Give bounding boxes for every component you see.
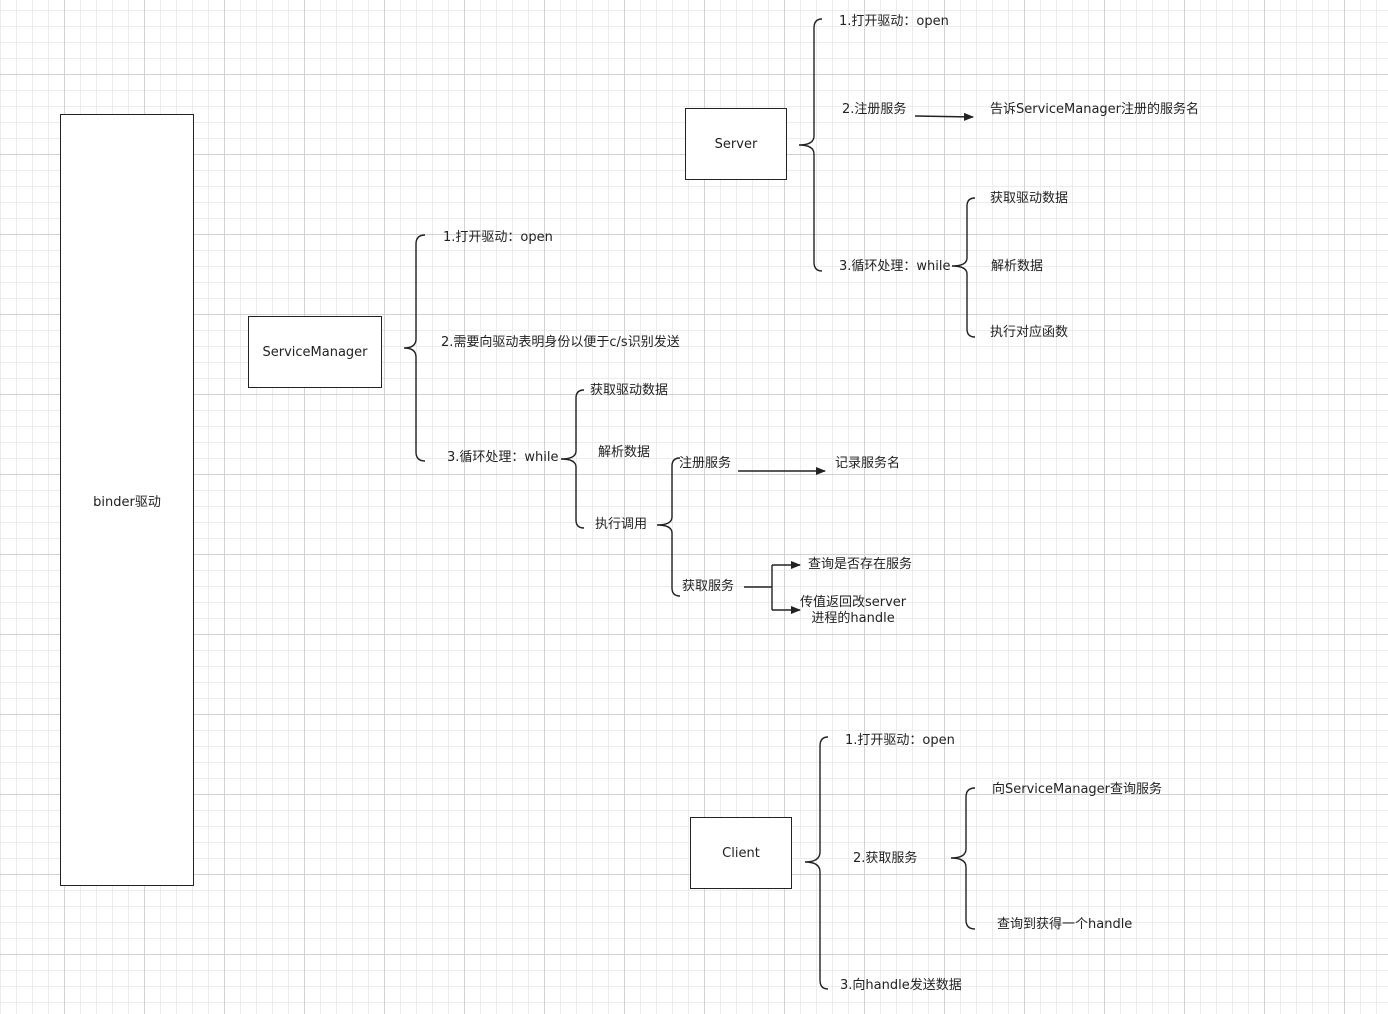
get-service-split <box>744 565 773 610</box>
client-step2-get-service: 2.获取服务 <box>853 851 918 866</box>
client-query-service-manager: 向ServiceManager查询服务 <box>992 782 1163 797</box>
server-step2-register: 2.注册服务 <box>842 102 907 117</box>
sm-loop-execute: 执行调用 <box>595 517 648 532</box>
server-step3-loop: 3.循环处理：while <box>839 259 951 274</box>
service-manager-loop-brace <box>560 389 585 529</box>
binder-driver-box: binder驱动 <box>60 114 194 886</box>
server-step1-open: 1.打开驱动：open <box>839 14 949 29</box>
client-service-brace <box>950 787 976 930</box>
client-step1-open: 1.打开驱动：open <box>845 733 955 748</box>
server-loop-brace <box>951 197 976 338</box>
service-manager-label: ServiceManager <box>262 344 368 360</box>
sm-query-service-exists: 查询是否存在服务 <box>808 557 913 572</box>
execute-brace <box>656 457 681 597</box>
server-loop-get-data: 获取驱动数据 <box>990 191 1069 206</box>
server-box: Server <box>685 108 787 180</box>
server-loop-execute: 执行对应函数 <box>990 325 1069 340</box>
client-label: Client <box>722 845 760 861</box>
sm-step1-open: 1.打开驱动：open <box>443 230 553 245</box>
client-step3-send-data: 3.向handle发送数据 <box>840 978 962 993</box>
client-brace <box>804 736 829 990</box>
sm-execute-get-service: 获取服务 <box>682 579 735 594</box>
server-brace <box>798 18 823 272</box>
sm-loop-parse: 解析数据 <box>598 445 651 460</box>
server-label: Server <box>714 136 758 152</box>
service-manager-brace <box>403 234 426 462</box>
sm-step2-identify: 2.需要向驱动表明身份以便于c/s识别发送 <box>441 335 680 350</box>
server-loop-parse: 解析数据 <box>991 259 1044 274</box>
sm-return-handle-line2: 进程的handle <box>811 611 895 626</box>
server-tell-service-manager: 告诉ServiceManager注册的服务名 <box>990 102 1200 117</box>
client-get-handle: 查询到获得一个handle <box>997 917 1133 932</box>
sm-return-handle-line1: 传值返回改server <box>800 595 907 610</box>
sm-register-record-name: 记录服务名 <box>835 456 901 471</box>
sm-step3-loop: 3.循环处理：while <box>447 450 559 465</box>
server-register-arrow <box>914 112 974 121</box>
client-box: Client <box>690 817 792 889</box>
sm-execute-register: 注册服务 <box>679 456 732 471</box>
sm-return-handle: 传值返回改server 进程的handle <box>800 595 906 627</box>
binder-driver-label: binder驱动 <box>93 494 161 510</box>
service-manager-box: ServiceManager <box>248 316 382 388</box>
sm-loop-get-data: 获取驱动数据 <box>590 383 669 398</box>
